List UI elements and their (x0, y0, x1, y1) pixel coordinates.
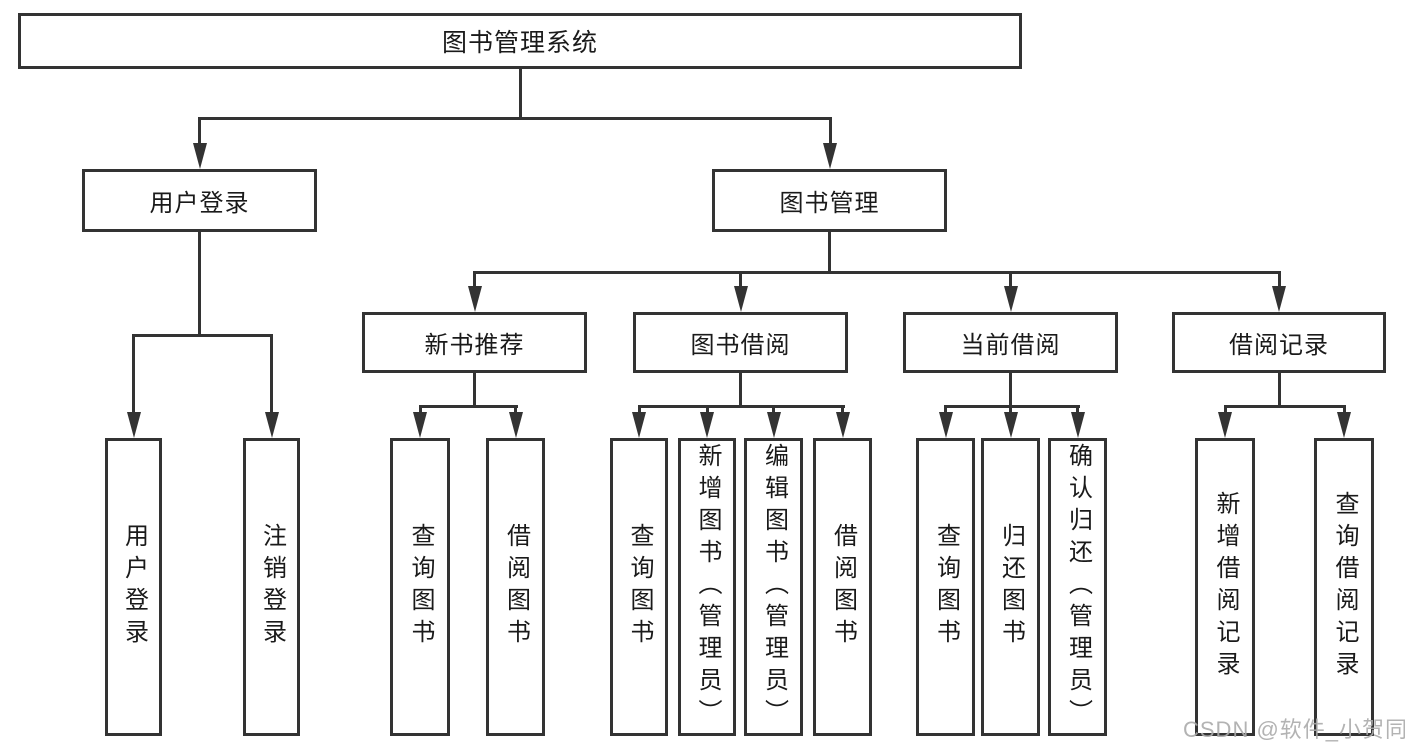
connector-line (1009, 373, 1012, 408)
csdn-watermark: CSDN @软件_小贺同学 (1183, 717, 1405, 742)
arrow-down-icon (1218, 405, 1232, 438)
node-label: 归还图书 (997, 523, 1025, 651)
arrow-down-icon (264, 334, 279, 438)
connector-line (1223, 405, 1346, 408)
arrow-down-icon (467, 271, 482, 312)
node-label: 当前借阅 (960, 332, 1061, 359)
node-label: 查询图书 (407, 523, 434, 651)
arrow-down-icon (823, 117, 837, 169)
leaf-query-books-recommend: 查询图书 (390, 438, 450, 736)
connector-line (1277, 373, 1281, 408)
leaf-query-books-borrowing: 查询图书 (610, 438, 668, 736)
node-label: 确认归还（管理员） (1064, 443, 1092, 731)
arrow-down-icon (1070, 405, 1085, 438)
node-label: 新增借阅记录 (1212, 491, 1239, 683)
arrow-down-icon (938, 405, 953, 438)
arrow-down-icon (1272, 271, 1286, 312)
node-label: 新增图书（管理员） (694, 443, 721, 731)
arrow-down-icon (192, 117, 207, 169)
node-label: 图书借阅 (690, 332, 791, 359)
arrow-down-icon (1003, 405, 1018, 438)
connector-line (473, 373, 476, 408)
connector-line (518, 68, 522, 120)
arrow-down-icon (632, 405, 646, 438)
node-library-management-system: 图书管理系统 (18, 13, 1022, 69)
connector-line (944, 405, 1080, 408)
node-label: 新书推荐 (424, 332, 525, 359)
connector-line (473, 271, 1281, 274)
node-book-management: 图书管理 (712, 169, 947, 232)
leaf-user-login: 用户登录 (105, 438, 162, 736)
leaf-confirm-return-admin: 确认归还（管理员） (1048, 438, 1107, 736)
arrow-down-icon (766, 405, 781, 438)
connector-line (198, 117, 831, 120)
arrow-down-icon (1003, 271, 1018, 312)
leaf-add-borrow-record: 新增借阅记录 (1195, 438, 1255, 736)
connector-line (418, 405, 518, 408)
arrow-down-icon (413, 405, 427, 438)
connector-line (198, 231, 201, 337)
leaf-edit-books-admin: 编辑图书（管理员） (744, 438, 803, 736)
arrow-down-icon (126, 334, 141, 438)
arrow-down-icon (700, 405, 714, 438)
arrow-down-icon (835, 405, 850, 438)
node-label: 用户登录 (120, 523, 148, 651)
connector-line (132, 334, 273, 337)
leaf-query-borrow-record: 查询借阅记录 (1314, 438, 1374, 736)
node-label: 借阅记录 (1229, 332, 1329, 359)
node-user-login: 用户登录 (82, 169, 317, 232)
leaf-query-books-current: 查询图书 (916, 438, 975, 736)
node-label: 查询图书 (932, 523, 960, 651)
node-label: 用户登录 (149, 190, 250, 217)
arrow-down-icon (508, 405, 523, 438)
node-label: 注销登录 (258, 523, 286, 651)
leaf-logout: 注销登录 (243, 438, 300, 736)
node-label: 借阅图书 (502, 523, 530, 651)
leaf-add-books-admin: 新增图书（管理员） (678, 438, 736, 736)
node-label: 图书管理系统 (441, 29, 598, 57)
node-label: 图书管理 (779, 190, 880, 217)
node-label: 借阅图书 (829, 523, 857, 651)
connector-line (739, 373, 742, 408)
connector-line (827, 231, 831, 274)
leaf-borrow-books: 借阅图书 (813, 438, 872, 736)
node-new-book-recommendation: 新书推荐 (362, 312, 587, 373)
node-label: 查询图书 (626, 523, 653, 651)
connector-line (637, 405, 845, 408)
arrow-down-icon (1337, 405, 1351, 438)
leaf-borrow-books-recommend: 借阅图书 (486, 438, 545, 736)
node-borrowing-records: 借阅记录 (1172, 312, 1386, 373)
node-book-borrowing: 图书借阅 (633, 312, 848, 373)
node-label: 编辑图书（管理员） (760, 443, 788, 731)
arrow-down-icon (733, 271, 748, 312)
node-current-borrowing: 当前借阅 (903, 312, 1118, 373)
leaf-return-books: 归还图书 (981, 438, 1040, 736)
node-label: 查询借阅记录 (1331, 491, 1358, 683)
